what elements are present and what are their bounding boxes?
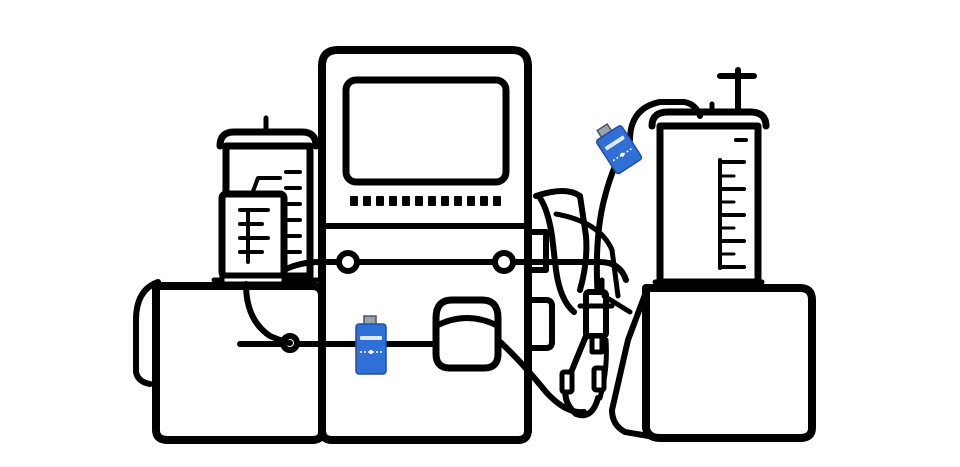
console-vent-strip	[350, 196, 501, 206]
graduated-vessel-icon	[718, 138, 748, 270]
flow-sensor-upper	[596, 122, 643, 175]
left-level-gauge	[218, 176, 288, 287]
central-console	[318, 46, 555, 444]
right-base-unit	[609, 284, 816, 442]
console-display-screen	[342, 76, 510, 186]
pump-head-icon	[432, 296, 502, 372]
flow-sensor-lower	[355, 315, 387, 375]
left-base-unit	[133, 279, 326, 444]
tubing-manifold	[237, 99, 703, 419]
right-graduated-vessel	[648, 108, 770, 286]
peristaltic-pump-head	[432, 296, 502, 372]
vessel-plunger	[709, 67, 757, 115]
